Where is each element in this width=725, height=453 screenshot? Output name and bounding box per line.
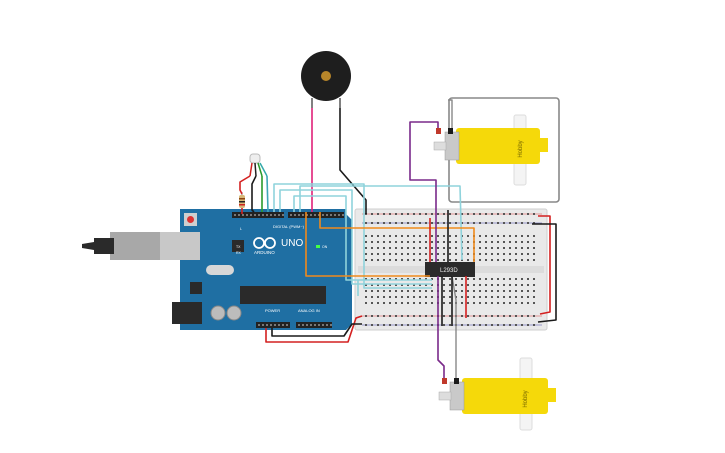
wires: [239, 99, 557, 378]
tx-label: TX: [236, 245, 241, 249]
arduino-brand: ARDUINO: [254, 250, 275, 255]
on-led-label: ON: [322, 245, 328, 249]
power-label: POWER: [265, 308, 280, 313]
motor-bottom-label: Hobby: [523, 390, 529, 407]
analog-label: ANALOG IN: [298, 308, 320, 313]
dc-motor-top[interactable]: Hobby: [433, 97, 560, 203]
rgb-led[interactable]: [249, 153, 268, 177]
rx-label: RX: [236, 251, 242, 255]
arduino-uno-board[interactable]: ARDUINO UNO DIGITAL (PWM~) POWER ANALOG …: [82, 209, 352, 330]
arduino-model: UNO: [281, 238, 303, 249]
ic-label: L293D: [440, 268, 458, 274]
breadboard-holes: [365, 213, 535, 326]
l-led-label: L: [240, 227, 242, 231]
piezo-buzzer[interactable]: [301, 51, 351, 108]
dc-motor-bottom[interactable]: Hobby: [438, 357, 556, 431]
motor-top-label: Hobby: [518, 140, 524, 157]
digital-label: DIGITAL (PWM~): [273, 224, 305, 229]
l293d-chip[interactable]: L293D: [425, 262, 475, 277]
header-pins: [234, 214, 344, 326]
arduino-logo-icon: [253, 237, 276, 249]
